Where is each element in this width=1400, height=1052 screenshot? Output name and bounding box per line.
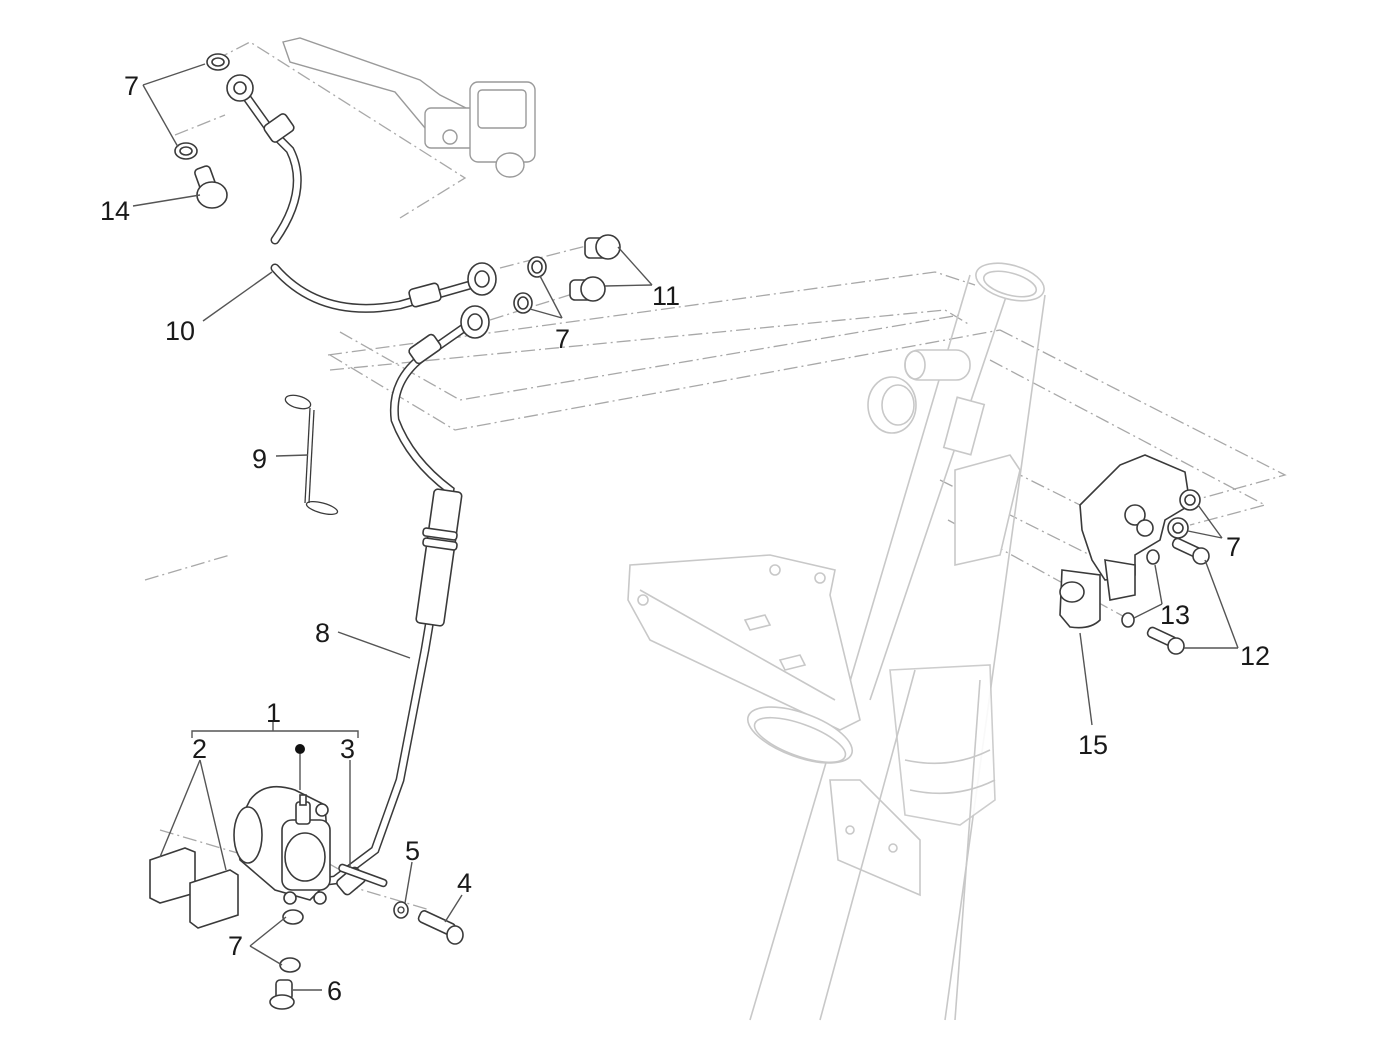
callout-8: 8 <box>315 618 330 648</box>
callout-6: 6 <box>327 976 342 1006</box>
leader-lines <box>132 63 1239 991</box>
callout-7-top: 7 <box>124 71 139 101</box>
upper-brake-hose <box>226 74 497 313</box>
callout-13: 13 <box>1160 600 1190 630</box>
callout-2: 2 <box>192 734 207 764</box>
brake-caliper-assembly <box>149 744 388 929</box>
callout-15: 15 <box>1078 730 1108 760</box>
callout-11: 11 <box>652 281 680 311</box>
top-washers-bolt <box>174 53 230 209</box>
callout-12: 12 <box>1240 641 1270 671</box>
caliper-fasteners <box>269 901 464 1010</box>
callout-4: 4 <box>457 868 472 898</box>
callout-10: 10 <box>165 316 195 346</box>
callout-labels: 7 14 10 11 7 9 8 1 2 3 5 4 7 6 7 13 12 1… <box>100 71 1270 1006</box>
frame-steering-column <box>627 262 1046 1021</box>
callout-7-mid: 7 <box>555 324 570 354</box>
callout-3: 3 <box>340 734 355 764</box>
callout-5: 5 <box>405 836 420 866</box>
callout-14: 14 <box>100 196 130 226</box>
callout-7-right: 7 <box>1226 532 1241 562</box>
distributor-washers-bolts <box>513 234 621 314</box>
assembly-marker-dot <box>295 744 305 754</box>
callout-9: 9 <box>252 444 267 474</box>
callout-1: 1 <box>266 698 281 728</box>
callout-7-bottom: 7 <box>228 931 243 961</box>
master-cylinder-lever <box>282 37 536 178</box>
brake-distributor <box>1059 454 1210 655</box>
